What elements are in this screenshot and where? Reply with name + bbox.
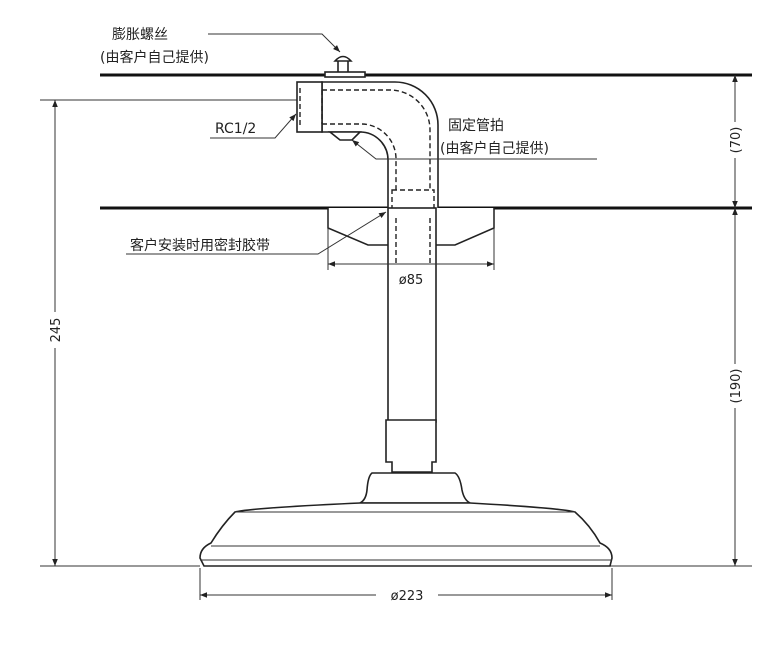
leader-pipe-clamp: [351, 139, 597, 160]
label-thread: RC1/2: [215, 121, 256, 137]
dim-text-223: ø223: [391, 589, 424, 604]
label-sealing-tape: 客户安装时用密封胶带: [130, 237, 270, 254]
leader-thread: [210, 113, 297, 139]
stem-pipe: [387, 207, 437, 423]
leader-expansion-screw: [208, 33, 341, 53]
dim-text-70: (70): [729, 127, 744, 154]
dim-text-190: (190): [729, 369, 744, 404]
dim-text-85: ø85: [399, 273, 424, 288]
label-expansion-screw-note: (由客户自己提供): [100, 49, 209, 66]
label-pipe-clamp: 固定管拍: [448, 118, 504, 134]
shower-head: [199, 472, 613, 567]
leader-sealing-tape: [126, 211, 387, 255]
dim-text-245: 245: [49, 318, 64, 343]
elbow-pipe: [296, 81, 439, 219]
label-pipe-clamp-note: (由客户自己提供): [440, 140, 549, 157]
swivel-collar: [385, 419, 437, 473]
expansion-screw-icon: [324, 55, 366, 78]
label-expansion-screw: 膨胀螺丝: [112, 26, 168, 43]
